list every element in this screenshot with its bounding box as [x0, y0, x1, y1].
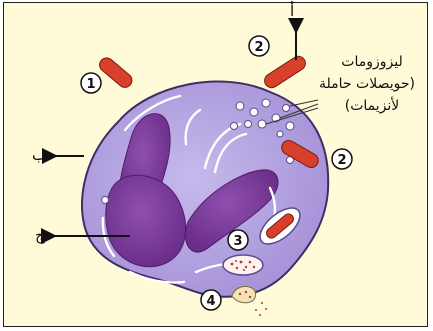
digestive-vacuole: [223, 255, 263, 275]
lysosome-label-line3: لأنزيمات): [322, 96, 422, 116]
label-jeem: ج: [35, 226, 45, 244]
mitochondrion-2-top: [262, 54, 308, 91]
marker-2-top: 2: [249, 36, 269, 56]
label-alef: أ: [290, 2, 294, 20]
marker-4: 4: [201, 290, 221, 310]
marker-4-number: 4: [206, 294, 215, 309]
lysosome-label-line1: ليزوزومات: [322, 52, 422, 72]
lysosome-label-line2: (حويصلات حاملة: [310, 74, 424, 94]
marker-2-top-number: 2: [254, 40, 263, 55]
mitochondrion-1: [97, 55, 135, 90]
marker-3-number: 3: [233, 234, 242, 249]
label-beh: ب: [32, 146, 46, 164]
marker-3: 3: [228, 230, 248, 250]
marker-1-number: 1: [86, 77, 95, 92]
marker-2-right-number: 2: [337, 153, 346, 168]
marker-2-right: 2: [332, 149, 352, 169]
marker-1: 1: [81, 73, 101, 93]
